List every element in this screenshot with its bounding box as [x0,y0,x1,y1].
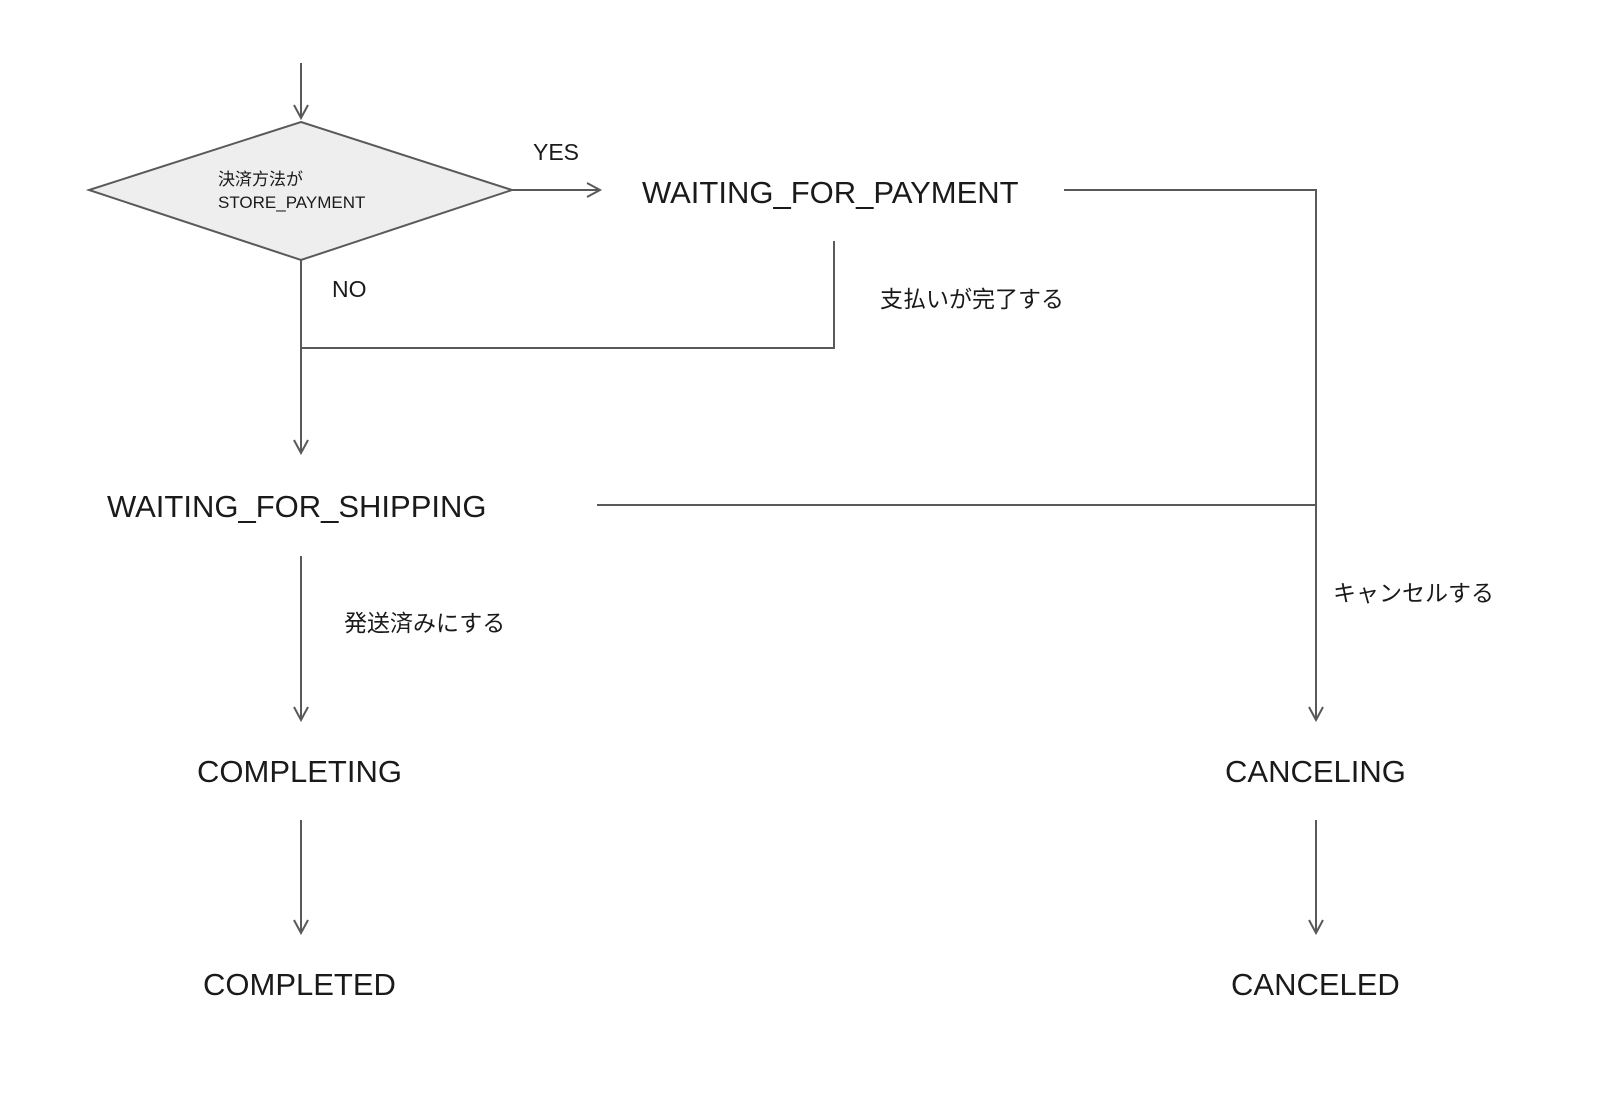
entry-arrow [293,63,309,121]
state-waiting-for-payment: WAITING_FOR_PAYMENT [642,175,1019,210]
canceling-to-canceled-arrow [1308,820,1324,936]
state-waiting-for-shipping: WAITING_FOR_SHIPPING [107,489,487,524]
state-canceling: CANCELING [1225,754,1406,789]
yes-branch: YES [512,139,603,198]
state-completing: COMPLETING [197,754,402,789]
yes-label: YES [533,139,579,165]
cancel-label: キャンセルする [1333,580,1494,606]
state-completed: COMPLETED [203,967,396,1002]
payment-completed-label: 支払いが完了する [880,286,1064,312]
mark-shipped-transition: 発送済みにする [293,556,505,723]
mark-shipped-label: 発送済みにする [344,610,505,636]
decision-label-line2: STORE_PAYMENT [218,193,365,212]
decision-payment-method: 決済方法が STORE_PAYMENT [85,120,516,262]
no-branch: NO [293,260,367,456]
decision-label-line1: 決済方法が [218,170,303,189]
no-label: NO [332,276,367,302]
payment-completed-transition: 支払いが完了する [301,241,1064,349]
cancel-transition: キャンセルする [597,189,1494,723]
state-canceled: CANCELED [1231,967,1400,1002]
decision-diamond [85,120,516,262]
completing-to-completed-arrow [293,820,309,936]
